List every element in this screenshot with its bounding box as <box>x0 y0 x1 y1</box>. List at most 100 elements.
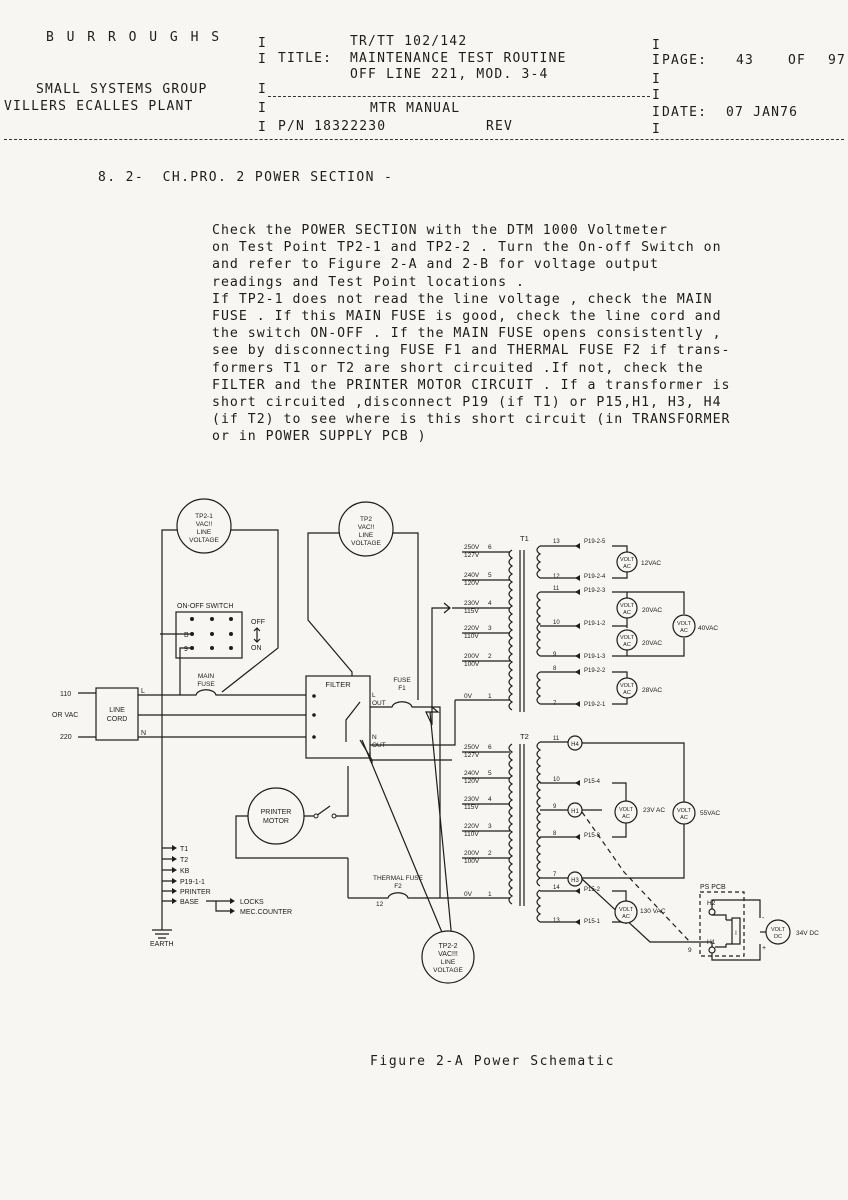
svg-text:0V: 0V <box>464 891 473 898</box>
svg-text:20VAC: 20VAC <box>642 607 662 614</box>
section-number: 8. 2- <box>98 170 145 185</box>
voltmeter-t1-20vac-a: VOLT AC 20VAC <box>616 597 662 619</box>
company-name: B U R R O U G H S <box>46 30 222 45</box>
svg-text:6: 6 <box>488 744 492 751</box>
svg-text:AC: AC <box>622 814 630 820</box>
manual-name: MTR MANUAL <box>370 101 461 116</box>
svg-text:L: L <box>141 688 145 695</box>
svg-text:P15-3: P15-3 <box>584 833 601 839</box>
svg-text:100V: 100V <box>464 858 480 865</box>
svg-text:AC: AC <box>623 642 631 648</box>
svg-text:T2: T2 <box>520 732 529 741</box>
svg-text:5: 5 <box>488 572 492 579</box>
svg-text:240V: 240V <box>464 572 480 579</box>
svg-text:AC: AC <box>623 610 631 616</box>
svg-text:OR VAC: OR VAC <box>52 712 78 719</box>
body-line: short circuited ,disconnect P19 (if T1) … <box>212 395 722 411</box>
svg-text:8: 8 <box>553 666 557 672</box>
tp2-meter: TP2 VAC!! LINE VOLTAGE <box>338 501 394 557</box>
rev-label: REV <box>486 119 514 134</box>
body-line: see by disconnecting FUSE F1 and THERMAL… <box>212 343 731 359</box>
svg-text:VOLT: VOLT <box>771 927 786 933</box>
body-line: (if T2) to see where is this short circu… <box>212 412 731 428</box>
svg-text:T1: T1 <box>180 846 188 853</box>
svg-text:VOLTAGE: VOLTAGE <box>433 967 463 974</box>
svg-text:H2: H2 <box>707 900 716 907</box>
filter-box <box>305 675 371 759</box>
svg-text:TP2: TP2 <box>360 516 372 523</box>
svg-text:14: 14 <box>553 885 560 891</box>
doc-code: TR/TT 102/142 <box>350 34 468 49</box>
svg-text:127V: 127V <box>464 552 480 559</box>
page-number: 43 <box>736 53 755 68</box>
plant-name: VILLERS ECALLES PLANT <box>4 99 194 114</box>
svg-text:4: 4 <box>488 600 492 607</box>
svg-text:130 VAC: 130 VAC <box>640 908 666 915</box>
svg-text:N: N <box>141 730 146 737</box>
svg-text:MAIN: MAIN <box>198 673 215 680</box>
svg-text:VAC!!: VAC!! <box>358 524 375 531</box>
body-line: or in POWER SUPPLY PCB ) <box>212 429 427 445</box>
svg-text:KB: KB <box>180 868 190 875</box>
svg-text:L: L <box>372 692 376 699</box>
svg-text:11: 11 <box>553 586 560 592</box>
svg-text:110V: 110V <box>464 633 479 640</box>
fuse-f1 <box>370 701 432 708</box>
svg-text:P15-4: P15-4 <box>584 779 601 785</box>
svg-text:200V: 200V <box>464 653 480 660</box>
svg-text:P15-2: P15-2 <box>584 887 601 893</box>
svg-text:I: I <box>735 931 737 937</box>
tp2-1-meter: TP2-1 VAC!! LINE VOLTAGE <box>176 498 232 554</box>
svg-text:55VAC: 55VAC <box>700 810 720 817</box>
svg-text:-: - <box>762 915 765 922</box>
on-label: ON <box>251 645 262 652</box>
svg-text:P19-1-3: P19-1-3 <box>584 654 606 660</box>
body-line: Check the POWER SECTION with the DTM 100… <box>212 223 668 238</box>
svg-text:230V: 230V <box>464 600 480 607</box>
svg-text:T1: T1 <box>520 534 529 543</box>
svg-text:AC: AC <box>680 628 688 634</box>
svg-text:12: 12 <box>553 574 560 580</box>
svg-text:9: 9 <box>184 646 188 653</box>
svg-text:+: + <box>762 945 766 952</box>
svg-text:LINE: LINE <box>197 529 212 536</box>
svg-text:F2: F2 <box>394 883 402 890</box>
svg-text:115V: 115V <box>464 608 479 615</box>
svg-text:LOCKS: LOCKS <box>240 899 264 906</box>
svg-text:9: 9 <box>553 652 557 658</box>
transformer-t1: T1 250V 127V 6 240V 120V 5 230V 115V 4 2… <box>452 534 685 712</box>
body-paragraph: Check the POWER SECTION with the DTM 100… <box>212 222 822 446</box>
svg-text:10: 10 <box>553 777 560 783</box>
svg-text:4: 4 <box>488 796 492 803</box>
body-line: the switch ON-OFF . If the MAIN FUSE ope… <box>212 326 722 342</box>
svg-text:P19-1-1: P19-1-1 <box>180 879 205 886</box>
svg-text:P19-2-5: P19-2-5 <box>584 539 606 545</box>
svg-text:N: N <box>372 734 377 741</box>
svg-text:F1: F1 <box>398 685 406 692</box>
svg-text:VOLT: VOLT <box>677 808 692 814</box>
body-line: and refer to Figure 2-A and 2-B for volt… <box>212 257 659 273</box>
svg-text:PS PCB: PS PCB <box>700 884 726 891</box>
svg-text:2: 2 <box>488 653 492 660</box>
svg-text:BASE: BASE <box>180 899 199 906</box>
svg-text:40VAC: 40VAC <box>698 625 718 632</box>
voltmeter-t2-23vac: VOLT AC 23V AC <box>614 800 665 824</box>
page-total: 97 <box>828 53 847 68</box>
svg-text:120V: 120V <box>464 778 480 785</box>
onoff-switch <box>175 611 243 659</box>
svg-text:13: 13 <box>553 539 560 545</box>
svg-text:10: 10 <box>553 620 560 626</box>
svg-text:6: 6 <box>488 544 492 551</box>
ps-pcb: PS PCB H2 H1 9 I - + <box>688 884 766 961</box>
svg-text:P19-2-3: P19-2-3 <box>584 588 606 594</box>
svg-text:115V: 115V <box>464 804 479 811</box>
voltmeter-34vdc: VOLT DC 34V DC <box>760 919 819 945</box>
body-line: formers T1 or T2 are short circuited .If… <box>212 360 704 376</box>
svg-text:220: 220 <box>60 734 72 741</box>
svg-text:13: 13 <box>553 918 560 924</box>
svg-text:23V AC: 23V AC <box>643 807 665 814</box>
onoff-switch-label: ON-OFF SWITCH <box>177 603 233 610</box>
svg-text:P19-2-1: P19-2-1 <box>584 702 606 708</box>
